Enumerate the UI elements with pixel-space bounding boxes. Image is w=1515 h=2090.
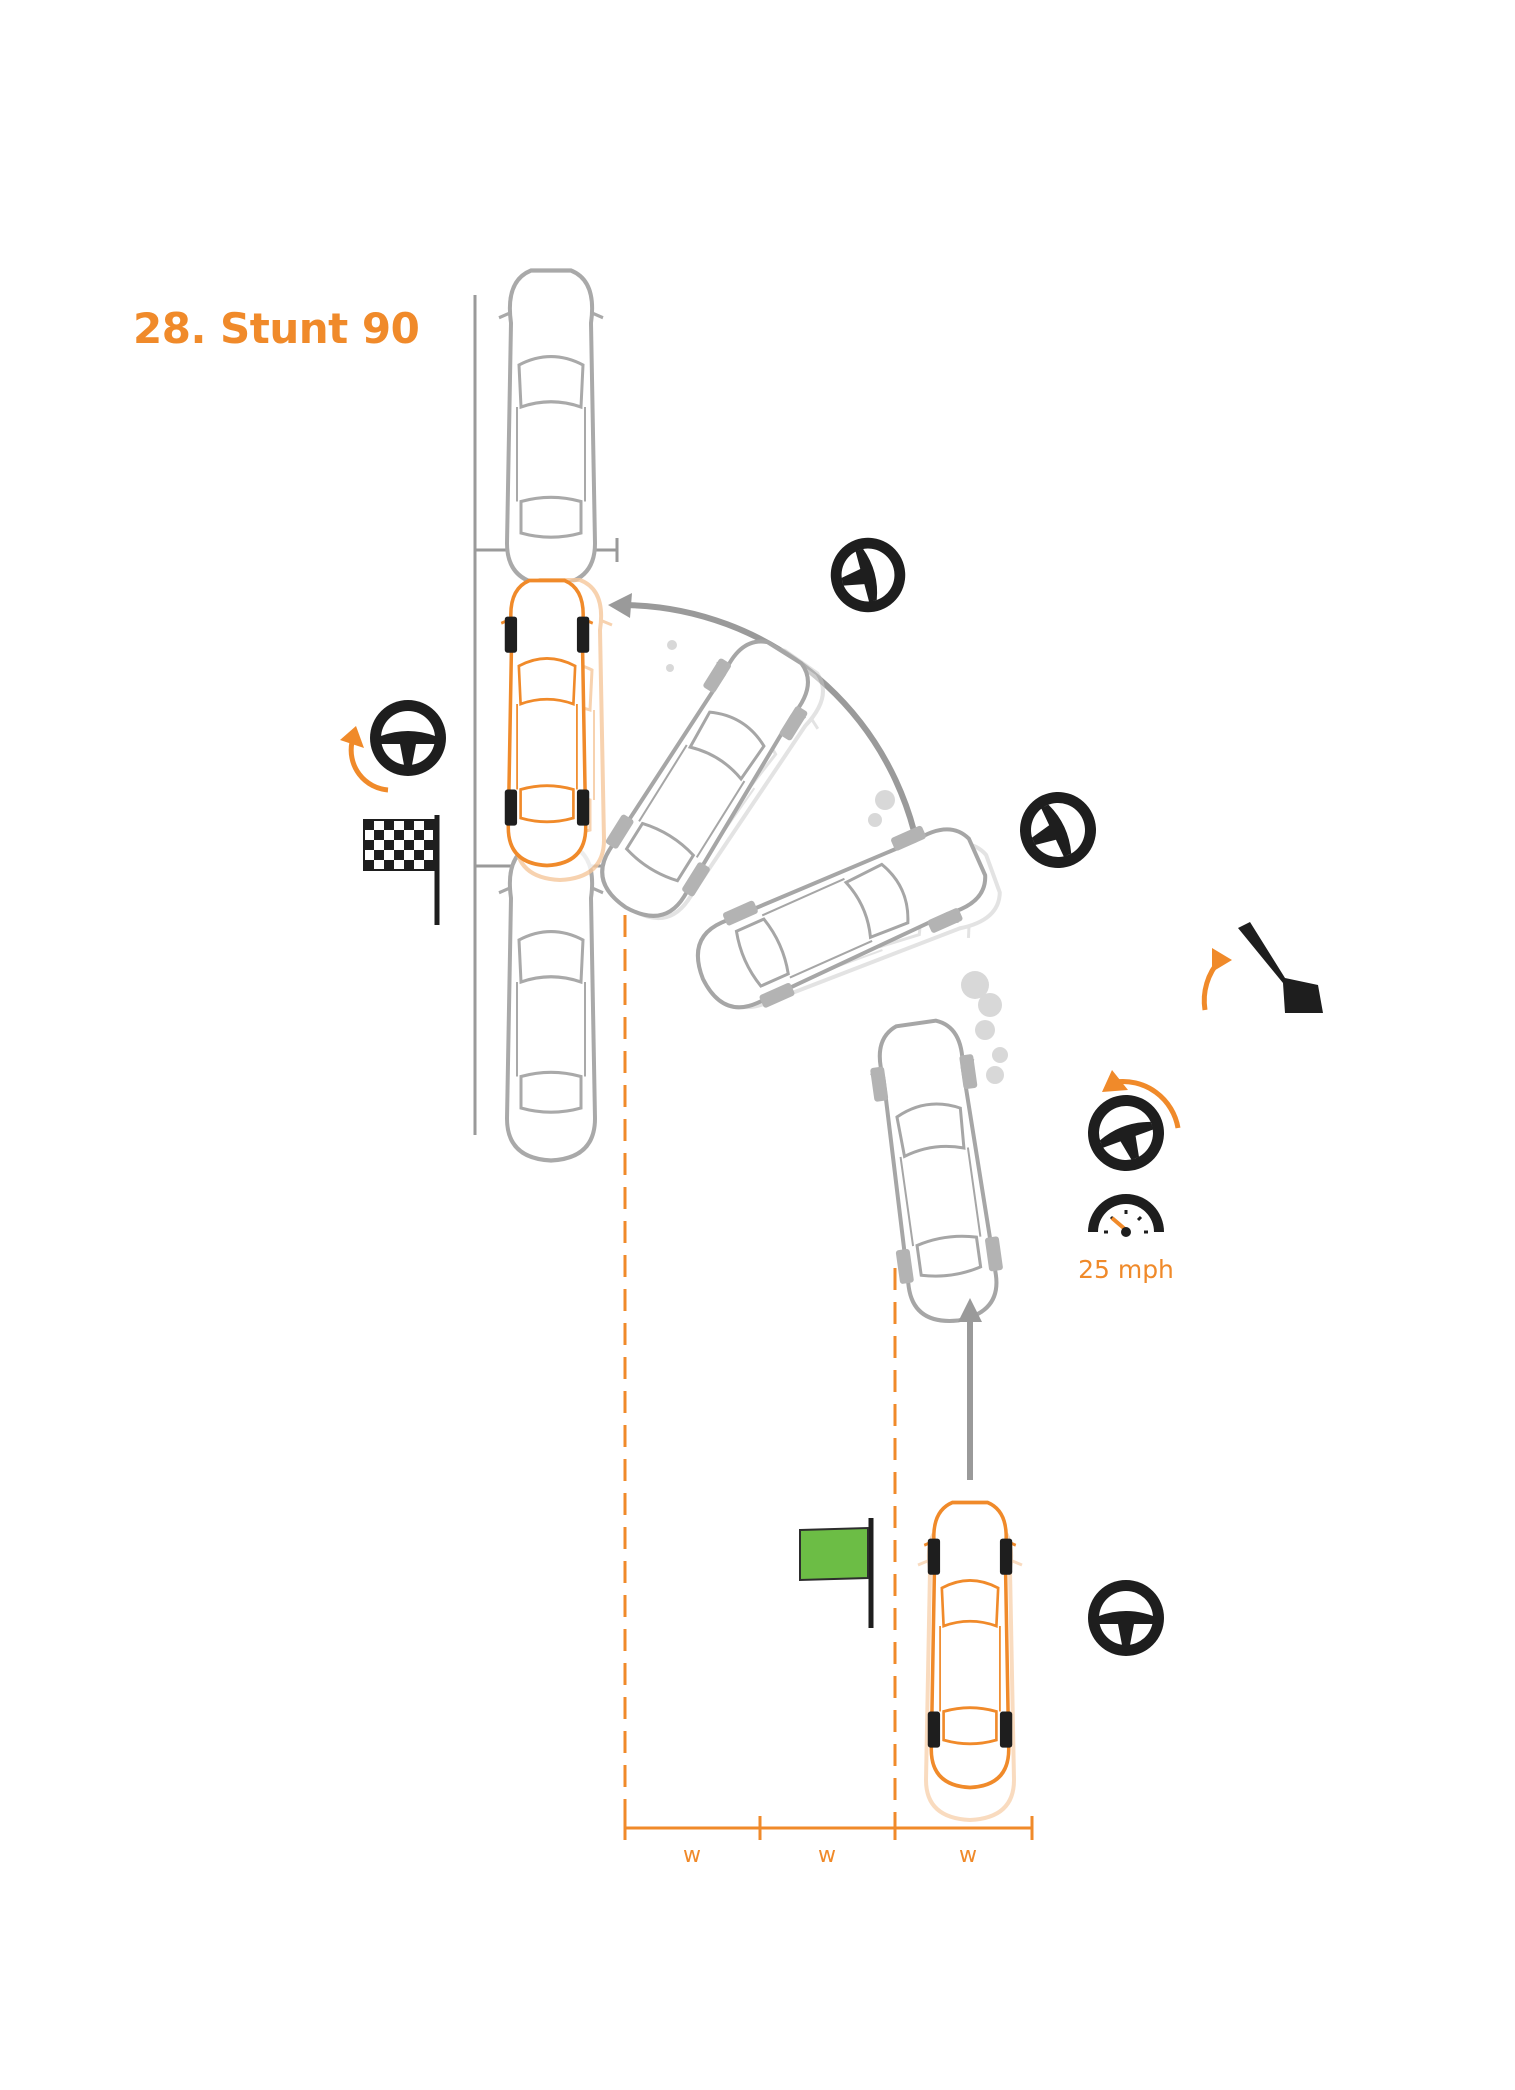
width-label-1: w [683,1843,701,1868]
steering-wheel-icon [1007,779,1109,881]
speed-label: 25 mph [1078,1255,1174,1284]
steering-wheel-icon [370,700,446,776]
checkered-flag-icon [363,815,440,925]
car-start-position [922,1500,1018,1790]
width-label-3: w [959,1843,977,1868]
rotate-arrow-icon [1201,948,1232,1011]
width-measure [623,1816,1034,1840]
steering-wheel-icon [822,529,914,621]
handbrake-lever-icon [1238,922,1323,1013]
arc-arrowhead [608,593,632,618]
turning-arc [619,601,926,886]
tyre-smoke [666,640,1008,1084]
parked-car-bottom [499,846,603,1161]
travel-arrowhead [958,1298,982,1322]
green-flag-icon [799,1518,874,1628]
speedometer-icon [1088,1194,1164,1237]
car-final-position [499,578,595,868]
steering-wheel-icon [1088,1580,1164,1656]
car-entering-turn [862,1014,1012,1330]
rotate-arrow-icon [1102,1070,1181,1129]
width-label-2: w [818,1843,836,1868]
car-ghost-2 [579,623,831,937]
parked-car-top [499,271,603,586]
page-title: 28. Stunt 90 [133,304,420,353]
lane-markers [623,915,897,1825]
rotate-arrow-icon [340,726,389,793]
